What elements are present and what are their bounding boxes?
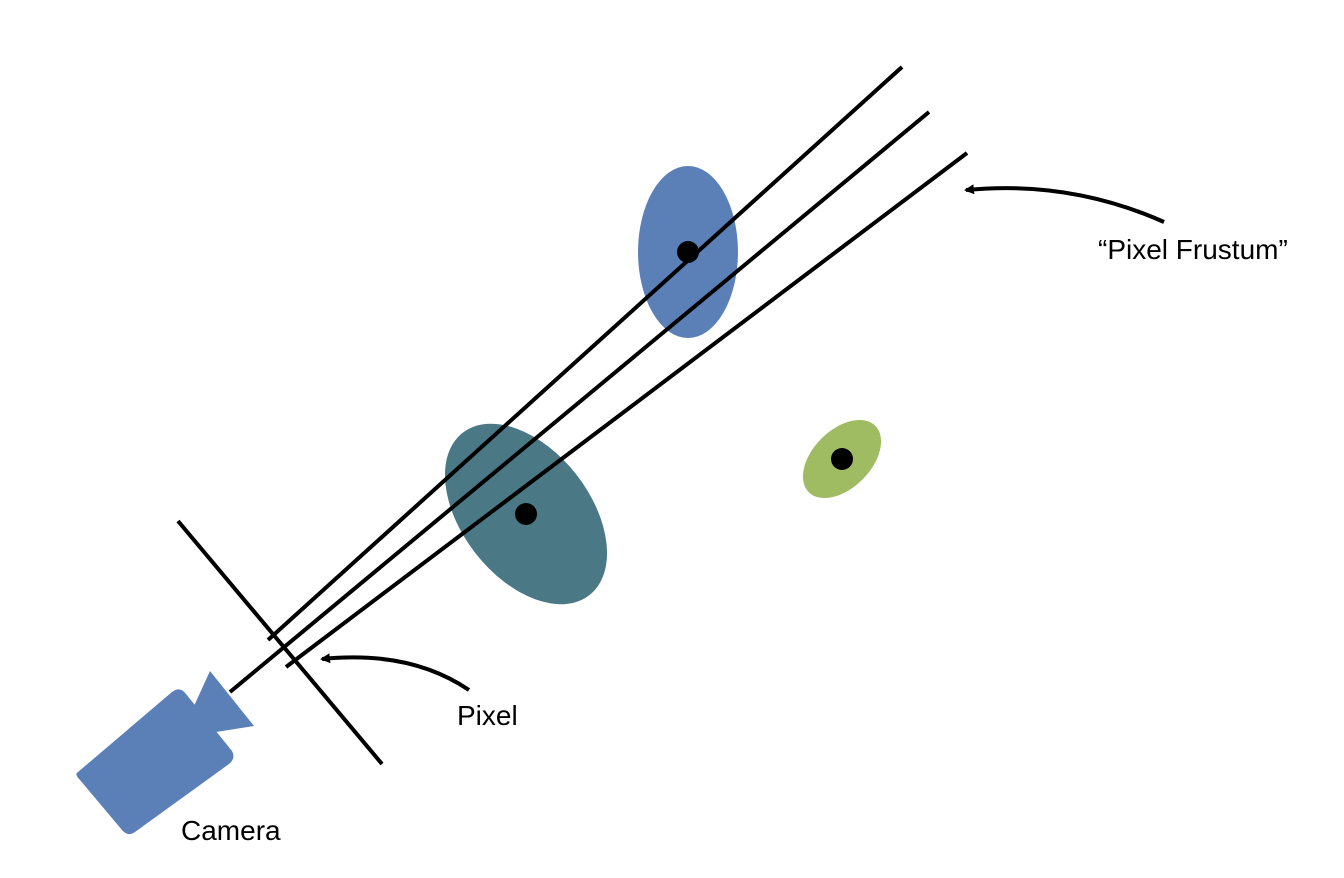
frustum-ray-upper — [266, 65, 904, 642]
frustum-ray-center — [228, 110, 931, 694]
gaussian-top-center — [677, 241, 699, 263]
pixel-callout-arrow — [320, 653, 471, 692]
gaussian-right-center — [831, 448, 853, 470]
video-camera-icon — [76, 671, 254, 835]
frustum-callout-arrow — [964, 184, 1165, 224]
image-plane-line — [176, 519, 384, 766]
gaussian-middle-center — [515, 503, 537, 525]
camera-label: Camera — [181, 815, 281, 846]
pixel-frustum-label: “Pixel Frustum” — [1098, 234, 1288, 265]
frustum-ray-lower — [284, 151, 969, 669]
pixel-label: Pixel — [457, 700, 518, 731]
